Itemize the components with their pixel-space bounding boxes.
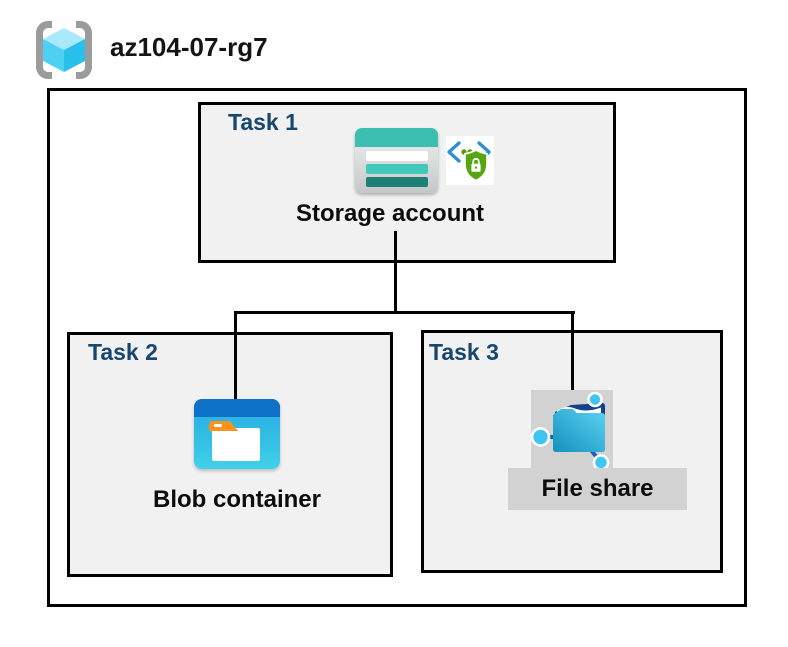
resource-group-name: az104-07-rg7: [110, 32, 268, 62]
blob-icon-folder-tab: [209, 421, 238, 431]
storage-icon-header-band: [355, 128, 438, 147]
rg-cube-icon: [43, 28, 85, 72]
blob-container-icon: [194, 399, 280, 469]
secure-access-code-lock-icon: [446, 136, 494, 185]
storage-account-icon: [355, 128, 438, 193]
blob-icon-folder: [212, 428, 260, 461]
connector-to-file-share: [571, 311, 574, 392]
file-share-label: File share: [541, 475, 654, 502]
file-share-icon-highlight: [530, 390, 613, 471]
task2-label: Task 2: [88, 339, 158, 365]
blob-icon-titlebar: [194, 399, 280, 417]
task1-label: Task 1: [228, 109, 298, 135]
connector-horizontal: [234, 311, 575, 314]
file-share-label-highlight: File share: [508, 468, 687, 510]
rg-bracket-left-icon: [36, 21, 52, 79]
rg-bracket-right-icon: [76, 21, 92, 79]
file-share-icon: [530, 391, 610, 471]
connector-storage-stem: [394, 231, 397, 312]
blob-container-label: Blob container: [152, 486, 321, 513]
storage-account-label: Storage account: [295, 200, 485, 227]
task3-label: Task 3: [429, 339, 499, 365]
resource-group-icon: [36, 21, 92, 79]
connector-to-blob-container: [234, 311, 237, 399]
